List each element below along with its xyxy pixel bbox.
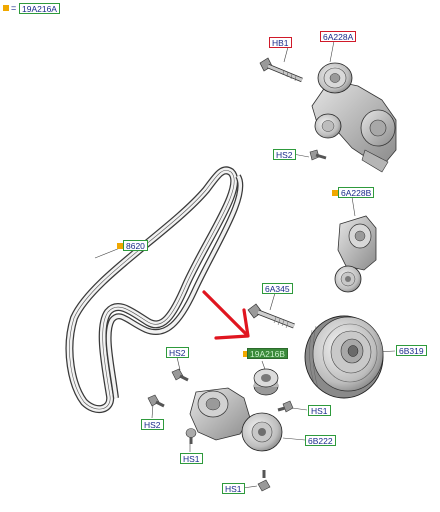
callout-hb1[interactable]: HB1 bbox=[269, 37, 292, 48]
bolt-hs2-lower bbox=[147, 394, 165, 408]
callout-6b222[interactable]: 6B222 bbox=[305, 435, 336, 446]
marker-square bbox=[117, 243, 123, 249]
callout-6a345[interactable]: 6A345 bbox=[262, 283, 293, 294]
callout-19a216b[interactable]: 19A216B bbox=[247, 348, 288, 359]
annotation-arrow bbox=[202, 290, 250, 340]
upper-tensioner-assembly bbox=[259, 57, 397, 173]
bolt-hs2-upper bbox=[309, 149, 327, 161]
callout-6a228a[interactable]: 6A228A bbox=[320, 31, 357, 42]
callout-hs2-left[interactable]: HS2 bbox=[166, 347, 189, 358]
marker-square bbox=[243, 351, 249, 357]
callout-hs2-top[interactable]: HS2 bbox=[273, 149, 296, 160]
ref-equals: = bbox=[11, 3, 17, 13]
ref-label-19a216a[interactable]: 19A216A bbox=[19, 3, 60, 14]
callout-hs2-lower[interactable]: HS2 bbox=[141, 419, 164, 430]
small-bolts bbox=[147, 368, 294, 492]
bolt-hs1-bottom bbox=[257, 470, 271, 492]
callout-hs1-left[interactable]: HS1 bbox=[180, 453, 203, 464]
spacer-19a216b bbox=[253, 368, 279, 396]
bolt-hs1-left bbox=[185, 428, 197, 444]
lower-tensioner-assembly bbox=[189, 387, 283, 452]
callout-hs1-right[interactable]: HS1 bbox=[308, 405, 331, 416]
crankshaft-damper-pulley bbox=[304, 315, 384, 399]
bolt-hb1 bbox=[259, 57, 303, 83]
marker-square bbox=[332, 190, 338, 196]
idler-pulley-assembly bbox=[334, 215, 377, 293]
callout-6b319[interactable]: 6B319 bbox=[396, 345, 427, 356]
bolt-hs1-right bbox=[277, 400, 294, 413]
marker-square bbox=[3, 5, 9, 11]
bolt-hs2-left bbox=[171, 368, 189, 382]
callout-hs1-bottom[interactable]: HS1 bbox=[222, 483, 245, 494]
bolt-6a345 bbox=[247, 303, 295, 329]
callout-8620[interactable]: 8620 bbox=[123, 240, 148, 251]
drive-belt bbox=[65, 166, 244, 414]
callout-6a228b[interactable]: 6A228B bbox=[338, 187, 375, 198]
